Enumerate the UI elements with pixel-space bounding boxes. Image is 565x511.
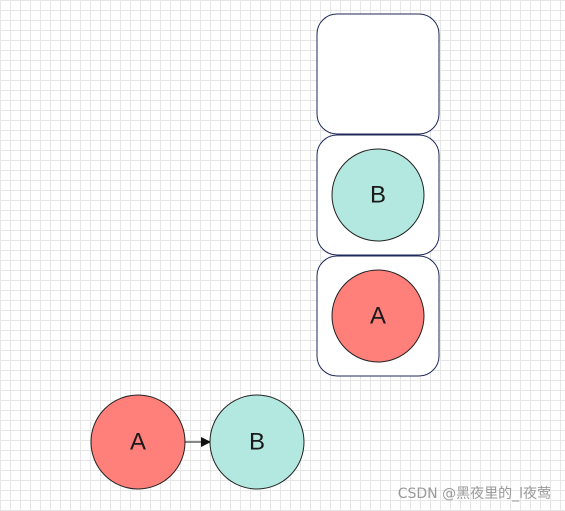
stack-node-a bbox=[331, 269, 425, 363]
stack-node-b-label: B bbox=[370, 181, 386, 208]
chain-node-b-label: B bbox=[249, 428, 265, 455]
chain-node-a-label: A bbox=[130, 428, 146, 455]
watermark-text: CSDN @黑夜里的_l夜莺 bbox=[397, 486, 551, 502]
stack: B A bbox=[316, 13, 440, 377]
chain: A B bbox=[90, 394, 305, 490]
stack-node-a-label: A bbox=[370, 302, 386, 329]
stack-node-b bbox=[331, 148, 425, 242]
chain-node-b bbox=[209, 394, 305, 490]
stack-slot-top bbox=[316, 13, 440, 135]
